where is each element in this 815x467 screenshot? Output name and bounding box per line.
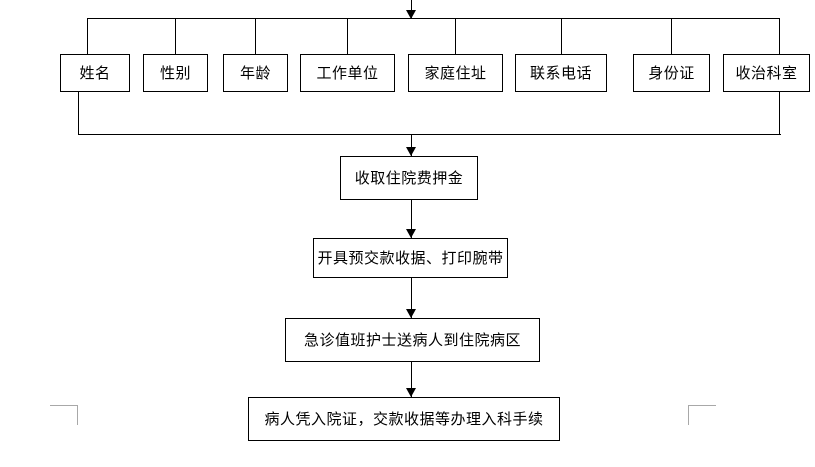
step-box-admission-procedures[interactable]: 病人凭入院证，交款收据等办理入科手续 <box>248 397 560 441</box>
field-box-address[interactable]: 家庭住址 <box>408 54 503 92</box>
connector-escort-to-admission <box>411 362 412 397</box>
connector-receipt-to-escort <box>411 278 412 318</box>
top-distribution-bus <box>87 18 779 19</box>
step-box-nurse-escort-patient[interactable]: 急诊值班护士送病人到住院病区 <box>285 318 540 362</box>
bus-drop-gender <box>175 18 176 54</box>
bus-drop-department <box>779 18 780 54</box>
field-box-age[interactable]: 年龄 <box>223 54 288 92</box>
field-box-gender[interactable]: 性别 <box>143 54 208 92</box>
arrowhead-to-deposit <box>406 147 416 156</box>
step-box-issue-receipt-print-wristband[interactable]: 开具预交款收据、打印腕带 <box>313 238 508 278</box>
field-box-id-card[interactable]: 身份证 <box>633 54 710 92</box>
connector-collector-to-deposit <box>411 134 412 156</box>
field-box-name[interactable]: 姓名 <box>60 54 130 92</box>
step-box-collect-deposit[interactable]: 收取住院费押金 <box>340 156 478 200</box>
bus-drop-workplace <box>347 18 348 54</box>
collector-riser-right <box>779 92 780 134</box>
connector-deposit-to-receipt <box>411 200 412 238</box>
crop-mark-left <box>50 405 78 425</box>
bus-drop-address <box>455 18 456 54</box>
bus-drop-age <box>255 18 256 54</box>
arrowhead-to-receipt <box>406 229 416 238</box>
bottom-collection-bus <box>78 134 781 135</box>
field-box-department[interactable]: 收治科室 <box>723 54 810 92</box>
incoming-arrow-stem <box>411 0 412 18</box>
bus-drop-name <box>87 18 88 54</box>
field-box-phone[interactable]: 联系电话 <box>515 54 607 92</box>
arrowhead-to-escort <box>406 309 416 318</box>
crop-mark-right <box>688 405 716 425</box>
collector-riser-left <box>78 92 79 134</box>
field-box-workplace[interactable]: 工作单位 <box>300 54 395 92</box>
incoming-arrow-head <box>406 10 416 19</box>
bus-drop-phone <box>561 18 562 54</box>
arrowhead-to-admission <box>406 388 416 397</box>
bus-drop-id-card <box>671 18 672 54</box>
